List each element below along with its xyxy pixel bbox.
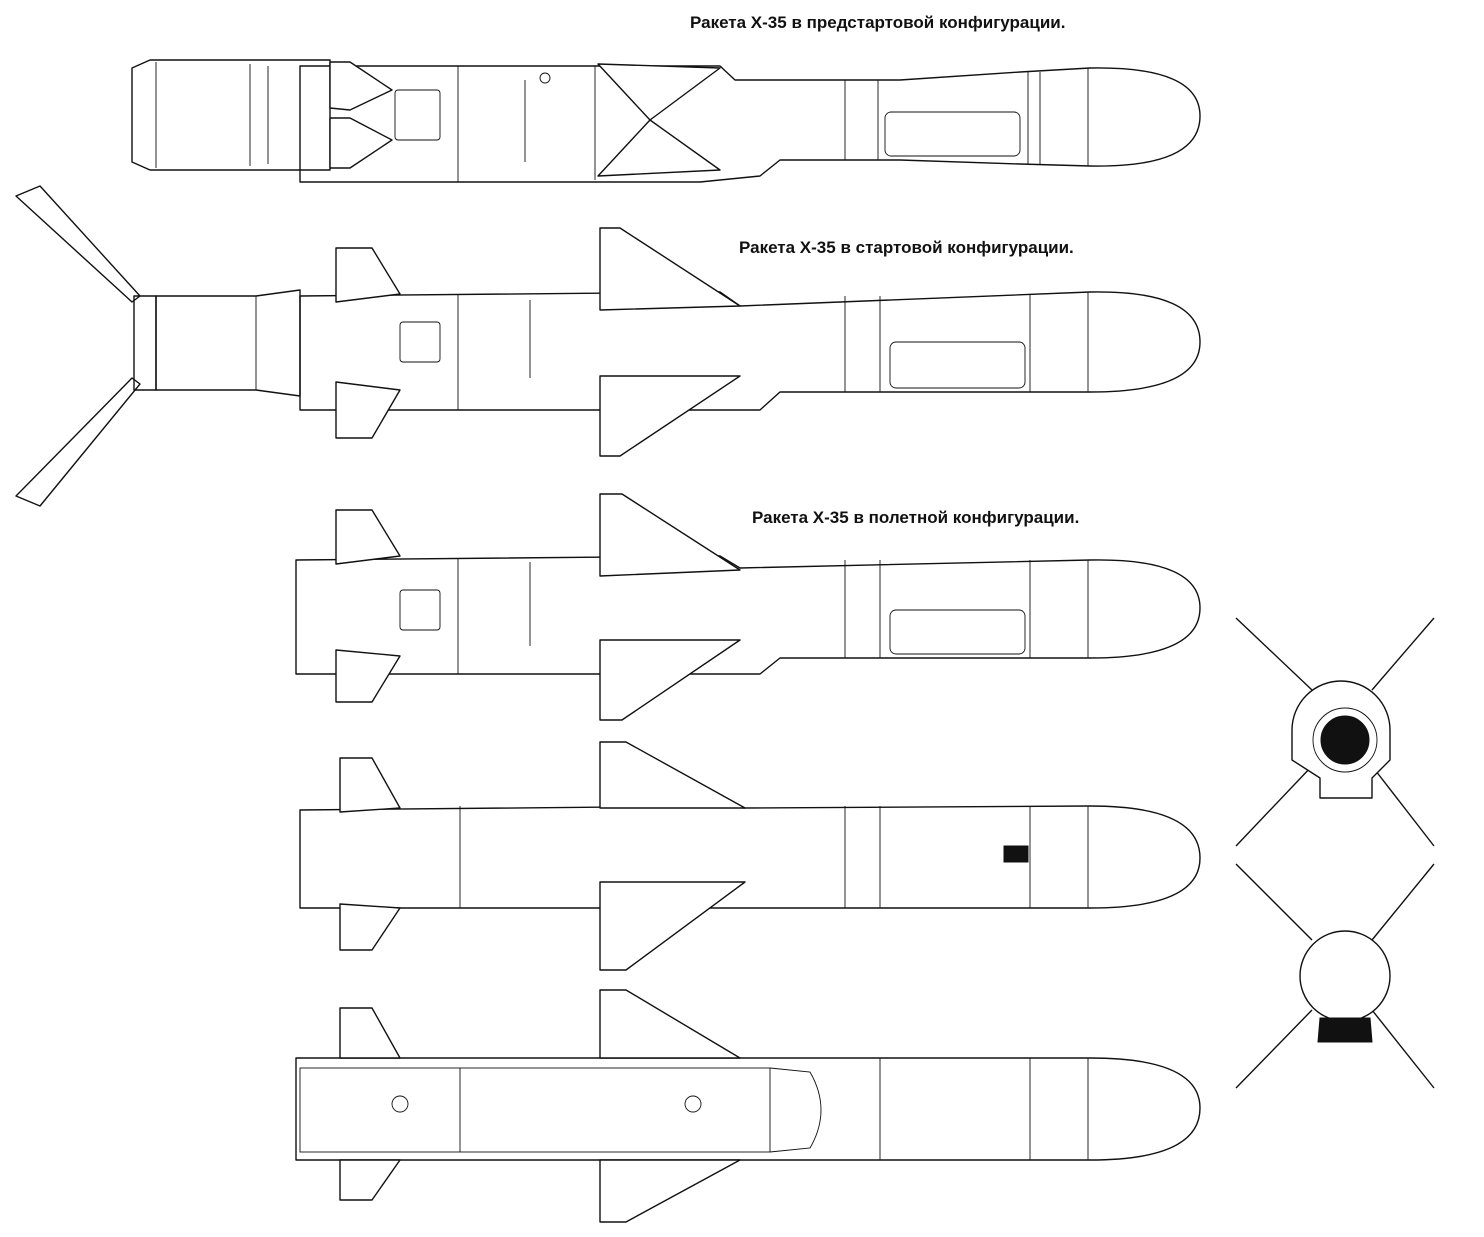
booster-case [155, 289, 301, 397]
nozzle-dark [1320, 715, 1370, 765]
tail-fin-upper-side [339, 757, 401, 813]
missile-body-launch [299, 291, 1201, 411]
caption-prelaunch-configuration: Ракета Х-35 в предстартовой конфигурации… [690, 13, 1066, 32]
wing-upper-flight [599, 493, 741, 577]
missile-prelaunch-side-view [131, 59, 1201, 183]
wing-upper-bottom [599, 989, 741, 1059]
folded-tail-fin-upper [329, 61, 393, 111]
tail-fin-upper-flight [335, 509, 401, 565]
booster-blade-upper [15, 185, 141, 303]
booster-ring [133, 295, 157, 391]
missile-body [299, 65, 1201, 183]
tail-fin-upper [335, 247, 401, 303]
missile-launch-top-view [15, 185, 1201, 507]
missile-flight-top-view [295, 493, 1201, 721]
caption-launch-configuration: Ракета Х-35 в стартовой конфигурации. [739, 238, 1074, 257]
missile-body-side [299, 805, 1201, 909]
tail-fin-lower-bottom [339, 1159, 401, 1201]
missile-nose-end-view [1235, 863, 1435, 1089]
wing-lower-bottom [599, 1159, 741, 1223]
missile-body-bottom [295, 1057, 1201, 1161]
wing-upper [599, 227, 741, 311]
wing-lower [599, 375, 741, 457]
booster-blade-lower [15, 377, 141, 507]
tail-fin-lower [335, 381, 401, 439]
missile-side-view [299, 741, 1201, 971]
wing-lower-flight [599, 639, 741, 721]
booster-canister [131, 59, 331, 171]
tail-fin-lower-side [339, 903, 401, 951]
tail-fin-upper-bottom [339, 1007, 401, 1059]
caption-flight-configuration: Ракета Х-35 в полетной конфигурации. [752, 508, 1080, 527]
intake-dark [1317, 1017, 1373, 1043]
wing-lower-side [599, 881, 746, 971]
wing-upper-side [599, 741, 746, 809]
nose-disk [1299, 930, 1391, 1022]
missile-body-flight [295, 555, 1201, 675]
missile-bottom-view [295, 989, 1201, 1223]
folded-wing-lower [597, 119, 721, 177]
missile-rear-end-view [1235, 617, 1435, 847]
tail-fin-lower-flight [335, 649, 401, 703]
folded-wing-upper [597, 63, 721, 121]
folded-tail-fin-lower [329, 117, 393, 169]
